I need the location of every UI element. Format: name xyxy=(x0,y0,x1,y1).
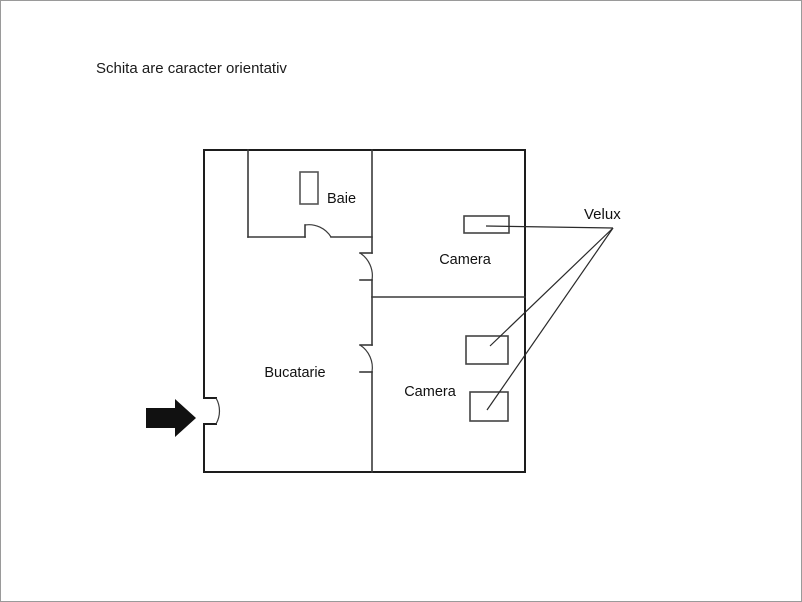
door-arc-camera-jos xyxy=(359,344,373,373)
velux-box-1 xyxy=(463,215,510,234)
velux-label: Velux xyxy=(584,206,621,223)
baie-fixture xyxy=(299,171,319,205)
plan-title-note: Schita are caracter orientativ xyxy=(96,60,287,77)
room-label-baie: Baie xyxy=(327,191,356,207)
velux-leader-3 xyxy=(486,227,614,411)
room-label-camera-jos: Camera xyxy=(404,384,457,400)
velux-leader-2 xyxy=(489,227,614,347)
door-arc-camera-sus xyxy=(359,252,373,281)
room-label-bucatarie: Bucatarie xyxy=(264,365,325,381)
room-label-camera-sus: Camera xyxy=(439,252,492,268)
velux-leader-1 xyxy=(485,225,614,229)
velux-box-2 xyxy=(465,335,509,365)
door-arc-entrance xyxy=(215,397,221,425)
entrance-arrow xyxy=(146,399,196,437)
door-arc-baie xyxy=(304,224,332,238)
